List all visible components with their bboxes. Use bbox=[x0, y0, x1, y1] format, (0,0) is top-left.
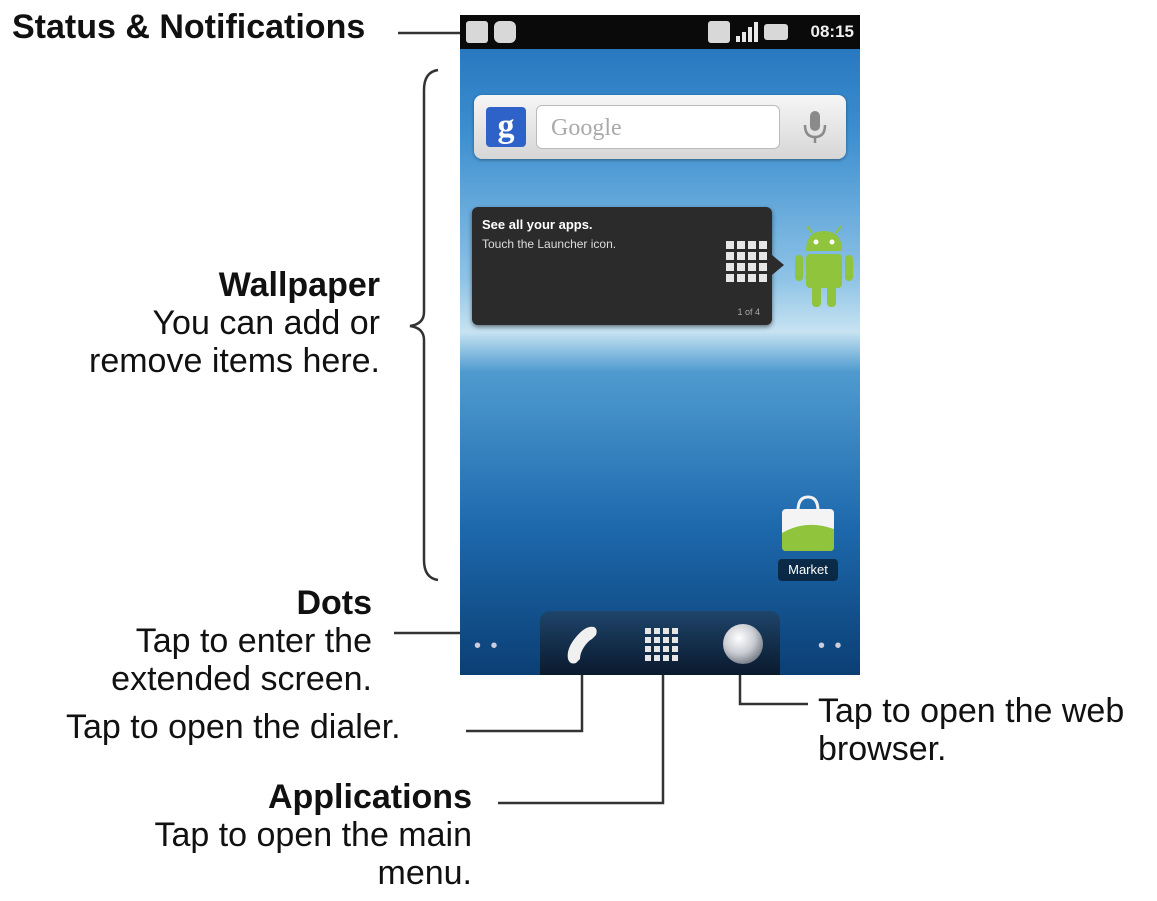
wallpaper-desc-2: remove items here. bbox=[89, 342, 380, 380]
market-label: Market bbox=[778, 559, 838, 581]
dots-annotation: Dots Tap to enter the extended screen. bbox=[40, 584, 372, 698]
notification-icon[interactable] bbox=[494, 21, 516, 43]
wallpaper-annotation: Wallpaper You can add or remove items he… bbox=[40, 266, 380, 380]
phone-screen: 08:15 g Google See all your apps. Touch … bbox=[460, 15, 860, 675]
browser-annotation: Tap to open the web browser. bbox=[818, 692, 1124, 768]
market-bag-icon bbox=[782, 495, 834, 551]
dots-left-indicator[interactable]: • • bbox=[474, 635, 500, 657]
status-clock: 08:15 bbox=[810, 22, 854, 41]
google-search-widget[interactable]: g Google bbox=[474, 95, 846, 159]
battery-icon bbox=[764, 24, 788, 40]
launcher-grid-icon[interactable] bbox=[644, 627, 680, 663]
android-robot-icon bbox=[795, 225, 853, 307]
phone-icon[interactable] bbox=[564, 623, 604, 667]
data-connection-icon bbox=[708, 21, 730, 43]
dots-right-indicator[interactable]: • • bbox=[818, 635, 844, 657]
apps-desc-1: Tap to open the main bbox=[154, 816, 472, 854]
dock-bar bbox=[540, 611, 780, 675]
launcher-grid-icon bbox=[726, 241, 767, 282]
dialer-leader bbox=[466, 670, 584, 733]
usb-notification-icon[interactable] bbox=[466, 21, 488, 43]
tip-pointer bbox=[772, 255, 784, 275]
wallpaper-desc-1: You can add or bbox=[152, 304, 381, 342]
google-logo-icon[interactable]: g bbox=[486, 107, 526, 147]
browser-desc-2: browser. bbox=[818, 730, 947, 768]
tip-title: See all your apps. bbox=[482, 217, 593, 232]
launcher-tip-bubble[interactable]: See all your apps. Touch the Launcher ic… bbox=[472, 207, 772, 325]
browser-desc-1: Tap to open the web bbox=[818, 692, 1125, 730]
apps-annotation: Applications Tap to open the main menu. bbox=[60, 778, 472, 892]
dots-title: Dots bbox=[296, 584, 372, 622]
tip-text: Touch the Launcher icon. bbox=[482, 237, 617, 251]
dots-desc-1: Tap to enter the bbox=[135, 622, 372, 660]
apps-desc-2: menu. bbox=[377, 854, 473, 892]
status-label: Status & Notifications bbox=[12, 8, 366, 46]
wallpaper-title: Wallpaper bbox=[218, 266, 380, 304]
apps-title: Applications bbox=[267, 778, 472, 816]
tip-page-count: 1 of 4 bbox=[737, 307, 760, 317]
status-bar[interactable]: 08:15 bbox=[460, 15, 860, 49]
dots-desc-2: extended screen. bbox=[111, 660, 372, 698]
market-shortcut[interactable]: Market bbox=[776, 493, 846, 585]
dialer-annotation: Tap to open the dialer. bbox=[66, 708, 401, 746]
signal-strength-icon bbox=[736, 22, 758, 42]
microphone-icon[interactable] bbox=[800, 109, 830, 145]
browser-leader bbox=[738, 670, 808, 706]
search-input[interactable]: Google bbox=[536, 105, 780, 149]
wallpaper-bracket bbox=[409, 68, 439, 582]
globe-icon[interactable] bbox=[720, 621, 766, 667]
apps-leader bbox=[498, 670, 665, 805]
